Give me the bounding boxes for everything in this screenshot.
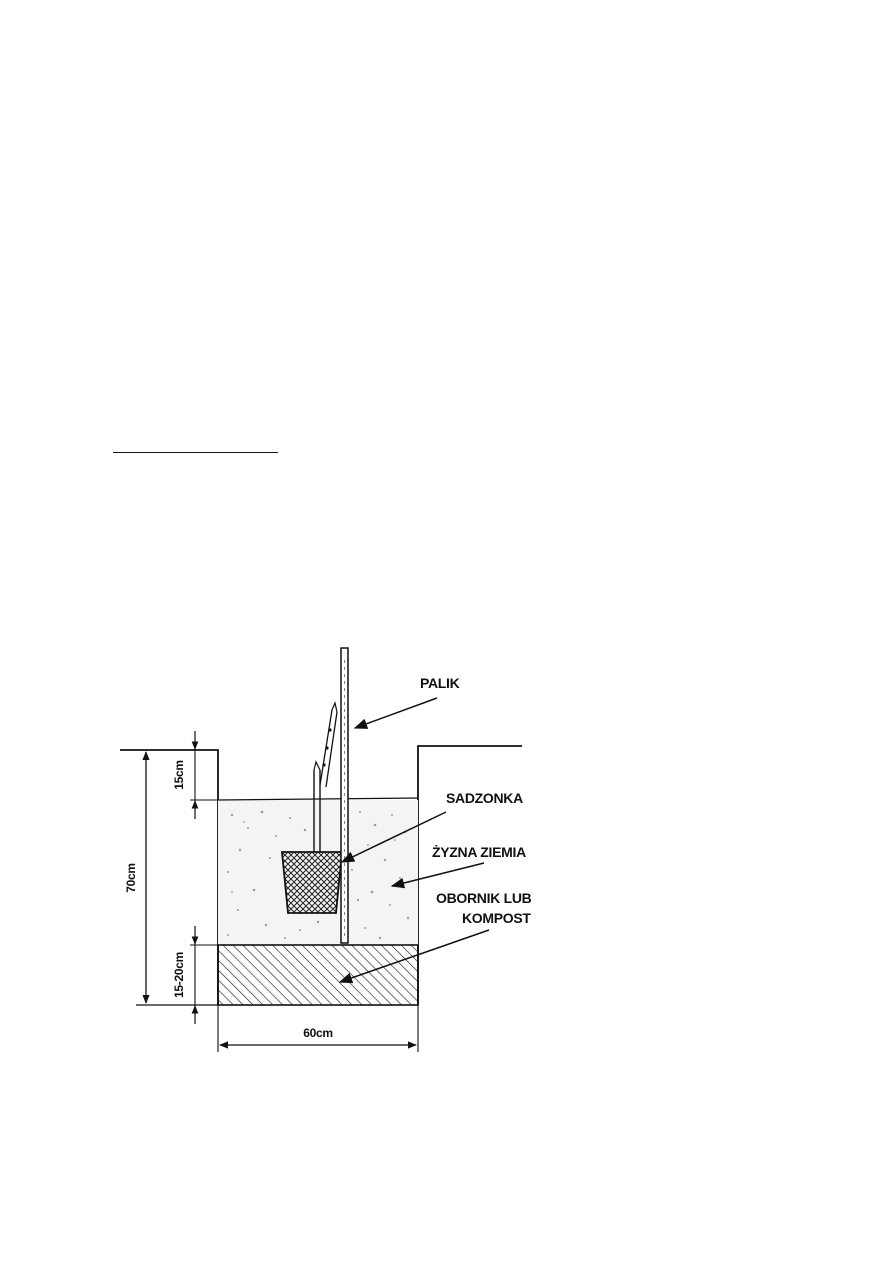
dim-bottom-layer: 15-20cm	[172, 952, 186, 998]
seedling-arrow	[340, 811, 447, 863]
label-seedling: SADZONKA	[446, 790, 523, 806]
dim-total-depth: 70cm	[124, 863, 138, 893]
dim-top-gap: 15cm	[172, 760, 186, 790]
label-stake: PALIK	[420, 675, 460, 691]
fertile-soil-arrow	[390, 862, 485, 889]
underline-rule	[113, 452, 278, 453]
dim-width: 60cm	[303, 1026, 333, 1040]
manure-compost-layer	[217, 944, 419, 1006]
seedling-buds	[322, 728, 332, 767]
label-manure-line2: KOMPOST	[462, 910, 531, 926]
stake-arrow	[353, 697, 438, 729]
label-fertile-soil: ŻYZNA ZIEMIA	[432, 844, 526, 860]
soil-speckles	[227, 810, 410, 940]
manure-arrow	[338, 929, 490, 984]
root-ball-pot	[281, 851, 343, 914]
label-manure-line1: OBORNIK LUB	[436, 890, 532, 906]
